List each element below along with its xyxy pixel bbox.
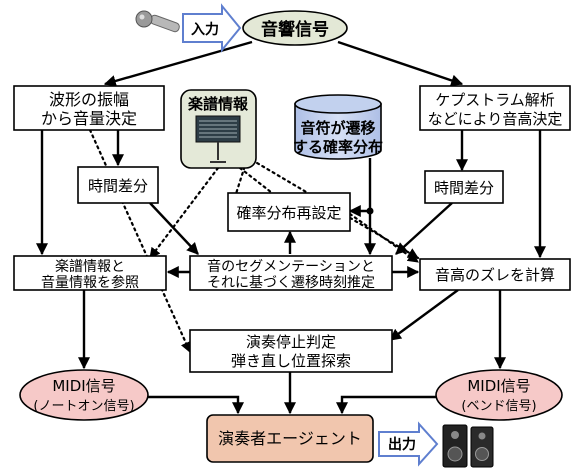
amp-line-2: から音量決定	[41, 109, 137, 128]
agent-node: 演奏者エージェント	[206, 414, 374, 463]
stop-box	[189, 329, 393, 373]
score-node: 楽譜情報	[180, 89, 257, 169]
tdiff-left-node: 時間差分	[77, 166, 159, 204]
amp-node: 波形の振幅 から音量決定	[13, 85, 165, 131]
cylinder-top	[294, 94, 382, 114]
seg-box	[189, 255, 393, 291]
pitch-line-1: ケプストラム解析	[435, 91, 555, 109]
cylinder-body	[294, 103, 382, 160]
score-label: 楽譜情報	[188, 95, 249, 113]
edge-signal-amp	[103, 40, 253, 87]
dotted-reset-dev	[348, 212, 420, 264]
ref-line-1: 楽譜情報と	[55, 259, 125, 275]
tdiff-left-label: 時間差分	[88, 177, 148, 195]
tdiff-right-node: 時間差分	[424, 170, 504, 204]
agent-box	[206, 414, 374, 463]
reset-label: 確率分布再設定	[236, 204, 341, 222]
midi-on-node: MIDI信号 (ノートオン信号)	[19, 369, 149, 421]
output-label: 出力	[388, 436, 416, 453]
midi-on-line-1: MIDI信号	[52, 377, 115, 395]
input-arrow-shape	[182, 3, 242, 53]
seg-line-2: それに基づく遷移時刻推定	[207, 274, 375, 291]
seg-line-1: 音のセグメンテーションと	[207, 258, 375, 275]
edges	[36, 40, 546, 415]
seg-node: 音のセグメンテーションと それに基づく遷移時刻推定	[189, 255, 393, 291]
midi-bend-ellipse	[435, 369, 563, 421]
dotted-score-seg	[238, 166, 278, 198]
reset-node: 確率分布再設定	[227, 192, 351, 232]
input-label: 入力	[191, 21, 219, 38]
pitch-line-2: などにより音高決定	[428, 110, 563, 128]
stop-node: 演奏停止判定 弾き直し位置探索	[189, 329, 393, 373]
stop-line-1: 演奏停止判定	[246, 333, 336, 351]
signal-node: 音響信号	[242, 10, 348, 46]
tdiff-right-box	[424, 170, 504, 204]
speaker-icon	[442, 424, 494, 468]
trans-line-2: する確率分布	[293, 138, 383, 156]
trans-node: 音符が遷移 する確率分布	[293, 94, 383, 160]
sheet-music-icon	[195, 115, 241, 163]
midi-on-line-2: (ノートオン信号)	[33, 399, 134, 414]
midi-bend-line-2: (ベンド信号)	[461, 399, 536, 414]
agent-label: 演奏者エージェント	[218, 429, 362, 448]
ref-box	[13, 255, 167, 291]
signal-ellipse	[242, 10, 348, 46]
dev-box	[419, 258, 571, 291]
amp-box	[13, 85, 165, 131]
ref-node: 楽譜情報と 音量情報を参照	[13, 255, 167, 291]
dotted-amp-stop	[88, 128, 192, 354]
edge-dev-stop	[389, 289, 459, 341]
edge-midibend-agent	[336, 395, 450, 415]
amp-line-1: 波形の振幅	[49, 90, 129, 109]
input-arrow: 入力	[182, 3, 242, 53]
microphone-icon	[135, 10, 180, 33]
trans-line-1: 音符が遷移	[300, 119, 375, 137]
pitch-box	[419, 85, 571, 131]
edge-signal-pitch	[337, 40, 464, 87]
dev-node: 音高のズレを計算	[419, 258, 571, 291]
pitch-node: ケプストラム解析 などにより音高決定	[419, 85, 571, 131]
stop-line-2: 弾き直し位置探索	[231, 352, 351, 370]
edge-midion-agent	[120, 395, 244, 415]
dotted-score-ref	[148, 166, 220, 260]
signal-label: 音響信号	[261, 19, 329, 40]
edge-tdiff-seg	[149, 202, 199, 255]
midi-bend-node: MIDI信号 (ベンド信号)	[435, 369, 563, 421]
midi-bend-line-1: MIDI信号	[467, 377, 530, 395]
ref-line-2: 音量情報を参照	[41, 274, 139, 291]
reset-box	[227, 192, 351, 232]
tdiff-left-box	[77, 166, 159, 204]
tdiff-right-label: 時間差分	[434, 179, 494, 197]
dev-label: 音高のズレを計算	[435, 266, 555, 284]
output-arrow: 出力	[378, 421, 439, 467]
edge-tdiff-right-seg	[395, 202, 453, 255]
output-arrow-shape	[378, 421, 439, 467]
midi-on-ellipse	[19, 369, 149, 421]
